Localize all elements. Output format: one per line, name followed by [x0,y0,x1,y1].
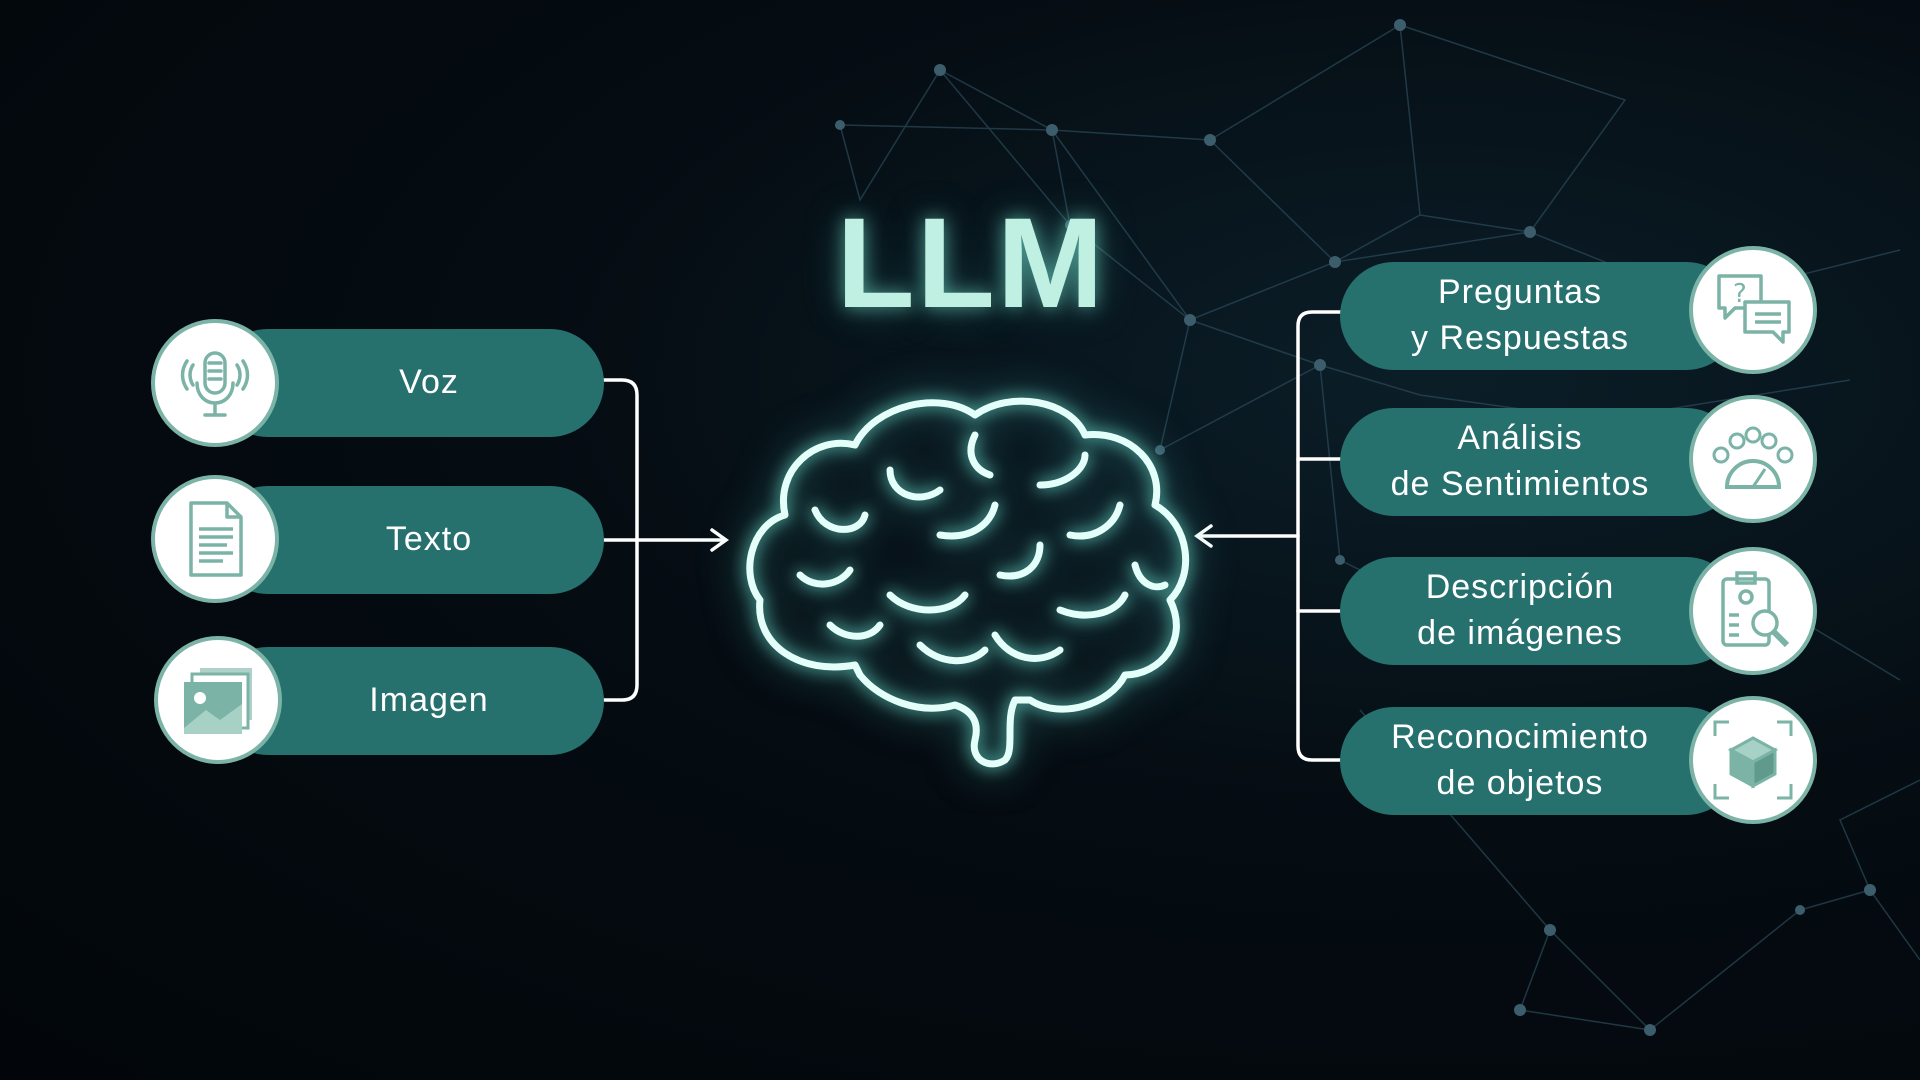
output-label: Preguntas y Respuestas [1411,273,1629,357]
chat-question-icon: ? [1689,246,1817,374]
output-label: Reconocimiento de objetos [1391,718,1649,802]
output-pill-preguntas: Preguntas y Respuestas [1340,262,1740,370]
llm-title: LLM [836,192,1106,335]
output-pill-descripcion: Descripción de imágenes [1340,557,1740,665]
svg-text:?: ? [1733,279,1747,309]
sentiment-gauge-icon [1689,395,1817,523]
image-gallery-icon [154,636,282,764]
output-pill-analisis: Análisis de Sentimientos [1340,408,1740,516]
input-pill-voz: Voz [214,329,604,437]
input-label: Voz [399,363,459,402]
output-label: Análisis de Sentimientos [1390,419,1650,503]
input-label: Imagen [369,681,489,720]
output-pill-reconocimiento: Reconocimiento de objetos [1340,707,1740,815]
microphone-icon [151,319,279,447]
input-pill-texto: Texto [214,486,604,594]
brain-icon [746,397,1190,768]
clipboard-search-icon [1689,547,1817,675]
input-label: Texto [385,520,473,559]
document-icon [151,475,279,603]
cube-scan-icon [1689,696,1817,824]
output-label: Descripción de imágenes [1417,568,1623,652]
